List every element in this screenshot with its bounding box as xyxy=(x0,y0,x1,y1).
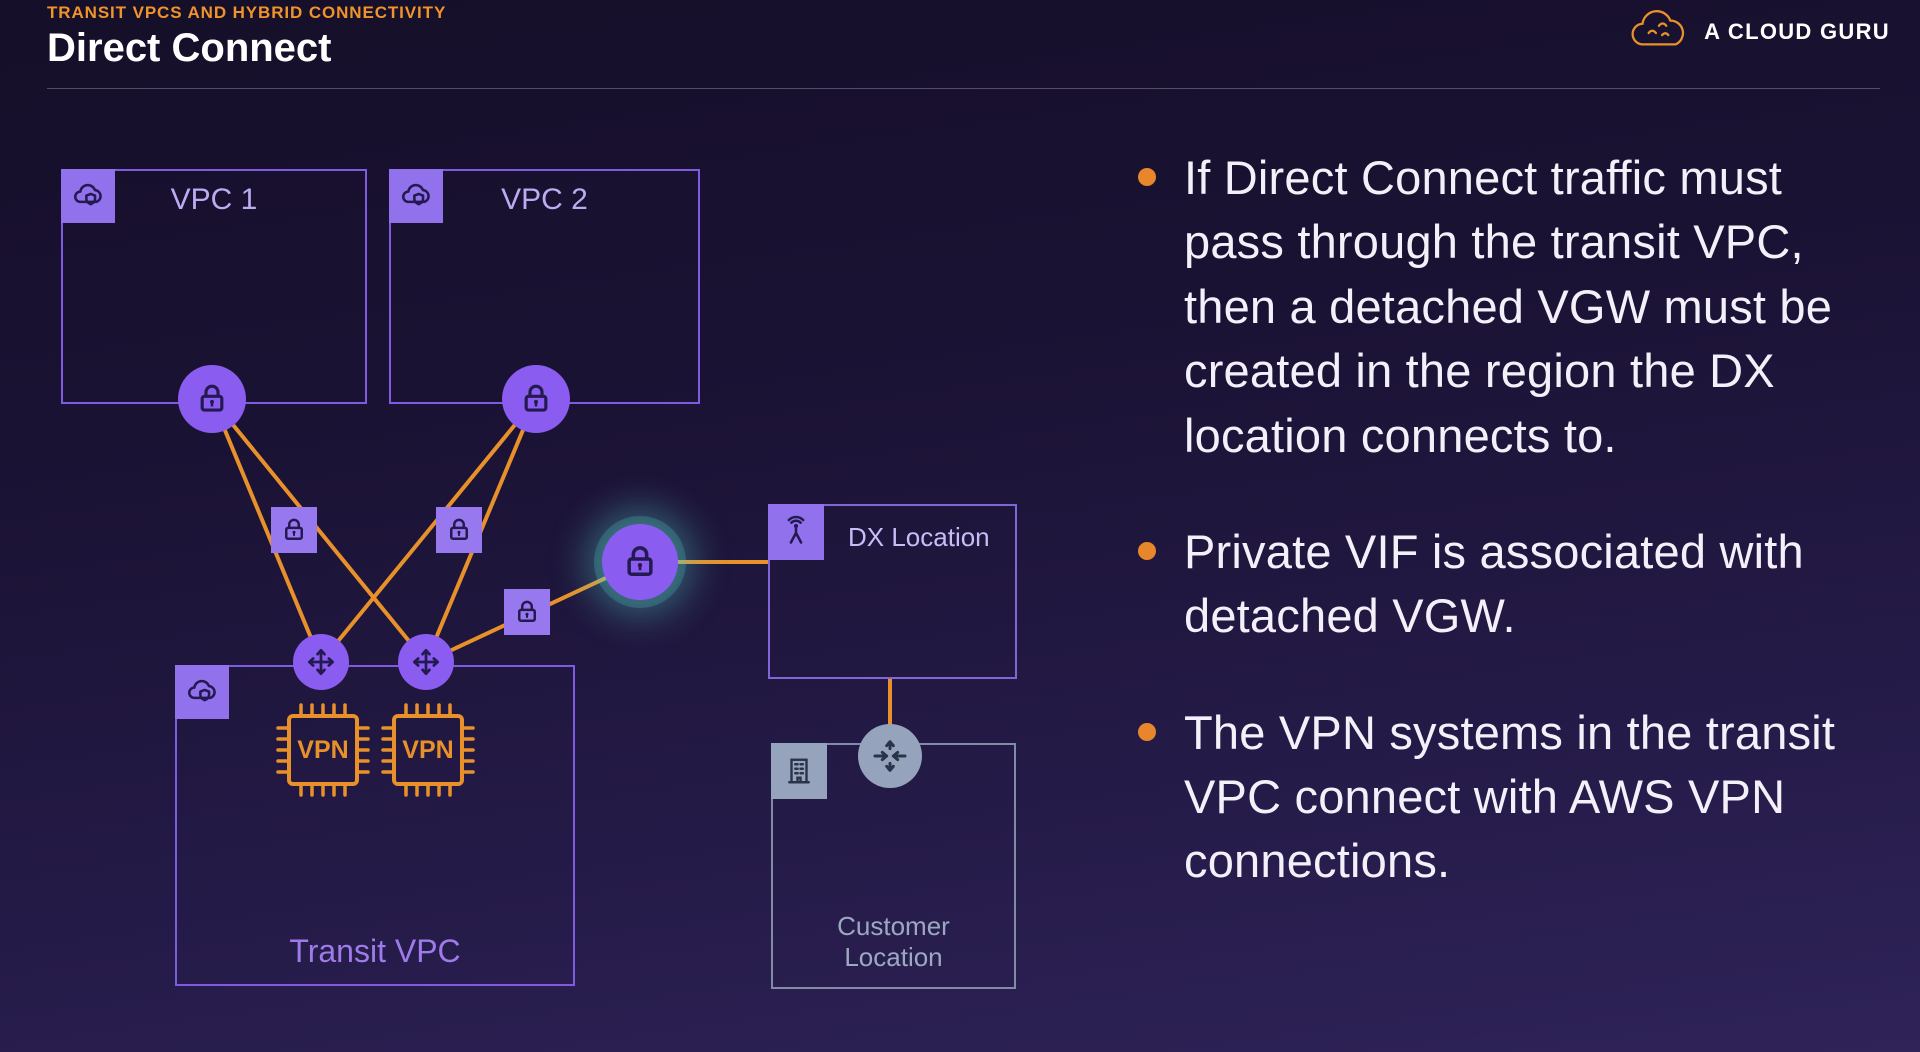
course-eyebrow: TRANSIT VPCS AND HYBRID CONNECTIVITY xyxy=(47,3,447,22)
transit-vpc-label: Transit VPC xyxy=(289,933,461,969)
dx-antenna-icon xyxy=(768,504,824,560)
vpn-chip-label: VPN xyxy=(297,735,349,764)
vpc2-box: VPC 2 xyxy=(389,169,700,404)
customer-location-label-line2: Location xyxy=(844,941,943,972)
dx-location-box: DX Location xyxy=(768,504,1017,679)
transit-router-icon xyxy=(293,634,349,690)
cloud-logo-icon xyxy=(1631,10,1685,46)
bullet-text: If Direct Connect traffic must pass thro… xyxy=(1184,151,1833,462)
customer-router-icon xyxy=(858,724,922,788)
vpc1-label: VPC 1 xyxy=(170,183,258,216)
brand-logo: A CLOUD GURU xyxy=(1628,10,1890,54)
slide-title: Direct Connect xyxy=(47,26,332,70)
transit-router-icon xyxy=(398,634,454,690)
building-icon xyxy=(771,743,827,799)
bullet-dot xyxy=(1138,168,1156,186)
vpn-chip-label: VPN xyxy=(402,735,454,764)
bullet-list: If Direct Connect traffic must pass thro… xyxy=(1138,146,1882,894)
vpn-chip-icon: VPN xyxy=(273,700,373,800)
dx-location-label: DX Location xyxy=(848,522,990,552)
bullet-item: Private VIF is associated with detached … xyxy=(1138,520,1882,649)
bullet-text: The VPN systems in the transit VPC conne… xyxy=(1184,705,1836,888)
customer-location-box: Customer Location xyxy=(771,743,1016,989)
bullet-dot xyxy=(1138,541,1156,560)
bullet-item: The VPN systems in the transit VPC conne… xyxy=(1138,701,1882,894)
vpn-connection-lock-icon xyxy=(271,507,317,553)
customer-location-label: Customer Location xyxy=(773,911,1014,973)
header-divider xyxy=(47,88,1880,89)
vpn-connection-lock-icon xyxy=(504,589,550,635)
vgw2-lock-icon xyxy=(502,365,570,433)
vpc-cloud-shield-icon xyxy=(389,169,443,223)
bullet-text: Private VIF is associated with detached … xyxy=(1184,524,1804,643)
transit-vpc-box: Transit VPC xyxy=(175,665,575,986)
vpc-cloud-shield-icon xyxy=(61,169,115,223)
vgw1-lock-icon xyxy=(178,365,246,433)
customer-location-label-line1: Customer xyxy=(837,910,950,941)
vpn-connection-lock-icon xyxy=(436,507,482,553)
bullet-item: If Direct Connect traffic must pass thro… xyxy=(1138,146,1882,468)
brand-name: A CLOUD GURU xyxy=(1704,19,1890,44)
vpc1-box: VPC 1 xyxy=(61,169,367,404)
vpc2-label: VPC 2 xyxy=(501,183,588,216)
vpn-chip-icon: VPN xyxy=(378,700,478,800)
detached-vgw-lock-icon xyxy=(602,524,678,600)
bullet-dot xyxy=(1138,722,1156,741)
vpc-cloud-shield-icon xyxy=(175,665,229,719)
